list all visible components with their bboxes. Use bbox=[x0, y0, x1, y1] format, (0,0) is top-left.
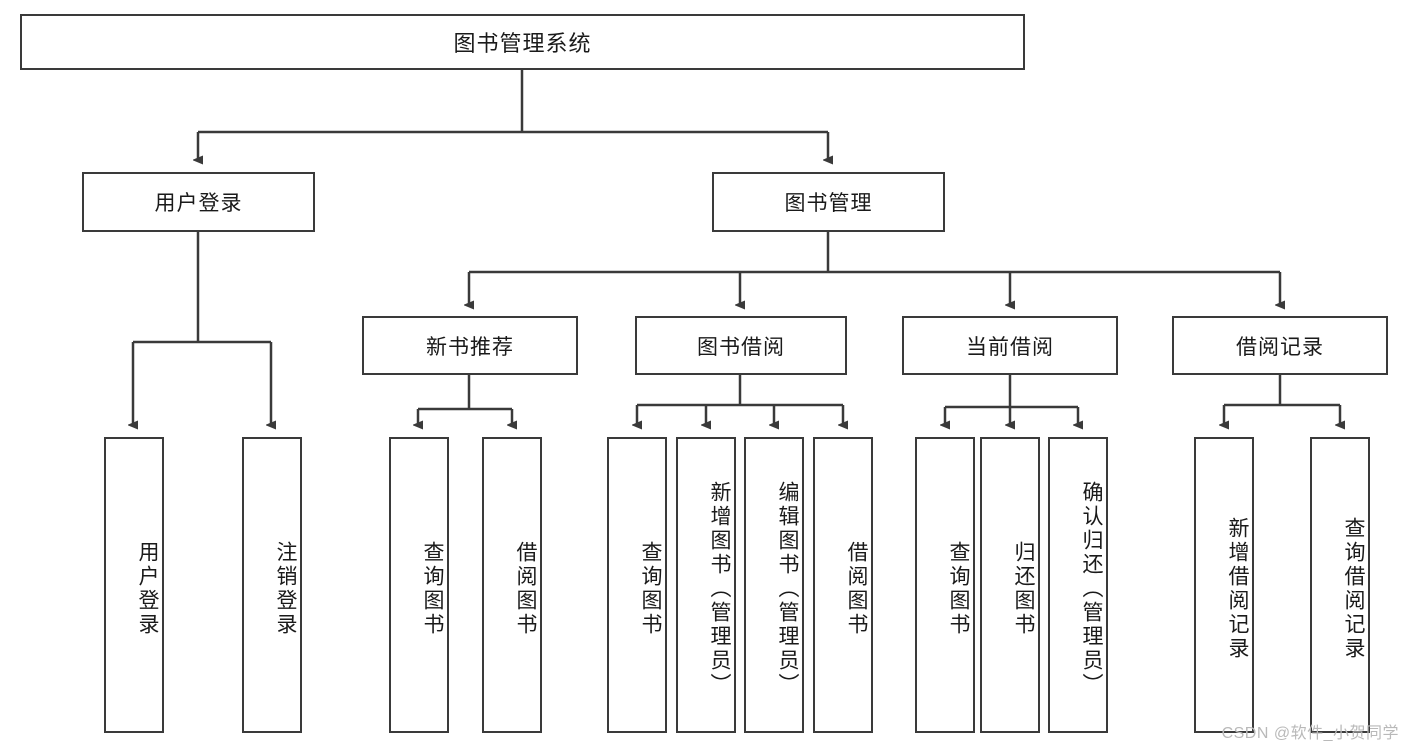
node-book-borrow[interactable]: 图书借阅 bbox=[635, 316, 847, 375]
leaf-new-book-borrow-book[interactable]: 借阅图书 bbox=[482, 437, 542, 733]
node-new-book-recommend[interactable]: 新书推荐 bbox=[362, 316, 578, 375]
leaf-new-book-query-book[interactable]: 查询图书 bbox=[389, 437, 449, 733]
leaf-current-borrow-query-book[interactable]: 查询图书 bbox=[915, 437, 975, 733]
leaf-user-login-logout[interactable]: 注销登录 bbox=[242, 437, 302, 733]
leaf-current-borrow-return-book[interactable]: 归还图书 bbox=[980, 437, 1040, 733]
node-user-login[interactable]: 用户登录 bbox=[82, 172, 315, 232]
watermark-text: CSDN @软件_小贺同学 bbox=[1221, 725, 1399, 742]
leaf-user-login-login[interactable]: 用户登录 bbox=[104, 437, 164, 733]
node-borrow-record[interactable]: 借阅记录 bbox=[1172, 316, 1388, 375]
leaf-current-borrow-confirm-return-admin[interactable]: 确认归还（管理员） bbox=[1048, 437, 1108, 733]
node-current-borrow[interactable]: 当前借阅 bbox=[902, 316, 1118, 375]
leaf-borrow-record-query-record[interactable]: 查询借阅记录 bbox=[1310, 437, 1370, 733]
leaf-book-borrow-query-book[interactable]: 查询图书 bbox=[607, 437, 667, 733]
leaf-borrow-record-add-record[interactable]: 新增借阅记录 bbox=[1194, 437, 1254, 733]
leaf-book-borrow-edit-book-admin[interactable]: 编辑图书（管理员） bbox=[744, 437, 804, 733]
leaf-book-borrow-borrow-book[interactable]: 借阅图书 bbox=[813, 437, 873, 733]
node-book-management[interactable]: 图书管理 bbox=[712, 172, 945, 232]
node-root-book-management-system[interactable]: 图书管理系统 bbox=[20, 14, 1025, 70]
leaf-book-borrow-add-book-admin[interactable]: 新增图书（管理员） bbox=[676, 437, 736, 733]
